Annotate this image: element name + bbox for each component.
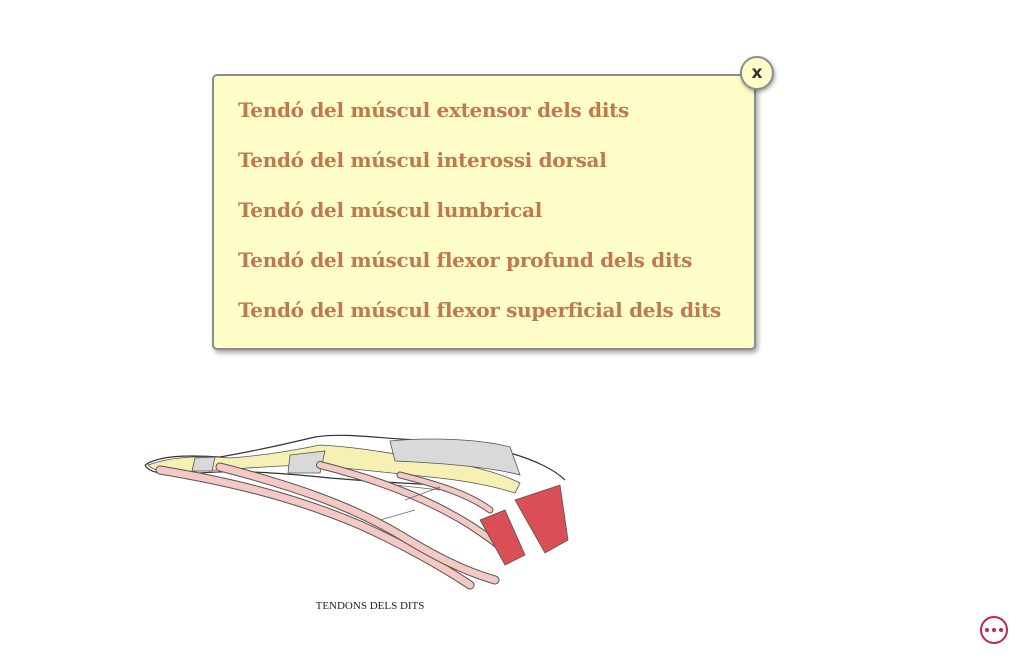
more-options-icon [992,628,996,632]
tendon-item-interossi[interactable]: Tendó del múscul interossi dorsal [238,148,607,172]
interossi-dorsal-tendon [191,438,521,476]
figure-caption: TENDONS DELS DITS [315,600,425,612]
flexor-tendons [155,461,516,590]
more-options-button[interactable] [980,616,1008,644]
tendon-item-extensor[interactable]: Tendó del múscul extensor dels dits [238,98,630,122]
tendon-list-popup: Tendó del múscul extensor dels dits Tend… [212,74,756,350]
close-button[interactable]: x [740,56,774,90]
lumbrical-muscle [479,484,569,566]
connective-fibers [379,484,441,521]
close-icon: x [751,63,763,83]
finger-tendons-illustration [144,434,569,590]
more-options-icon [985,628,989,632]
more-options-icon [999,628,1003,632]
tendon-item-lumbrical[interactable]: Tendó del múscul lumbrical [238,198,543,222]
tendon-item-flexor-profund[interactable]: Tendó del múscul flexor profund dels dit… [238,248,693,272]
tendon-item-flexor-superficial[interactable]: Tendó del múscul flexor superficial dels… [238,298,721,322]
